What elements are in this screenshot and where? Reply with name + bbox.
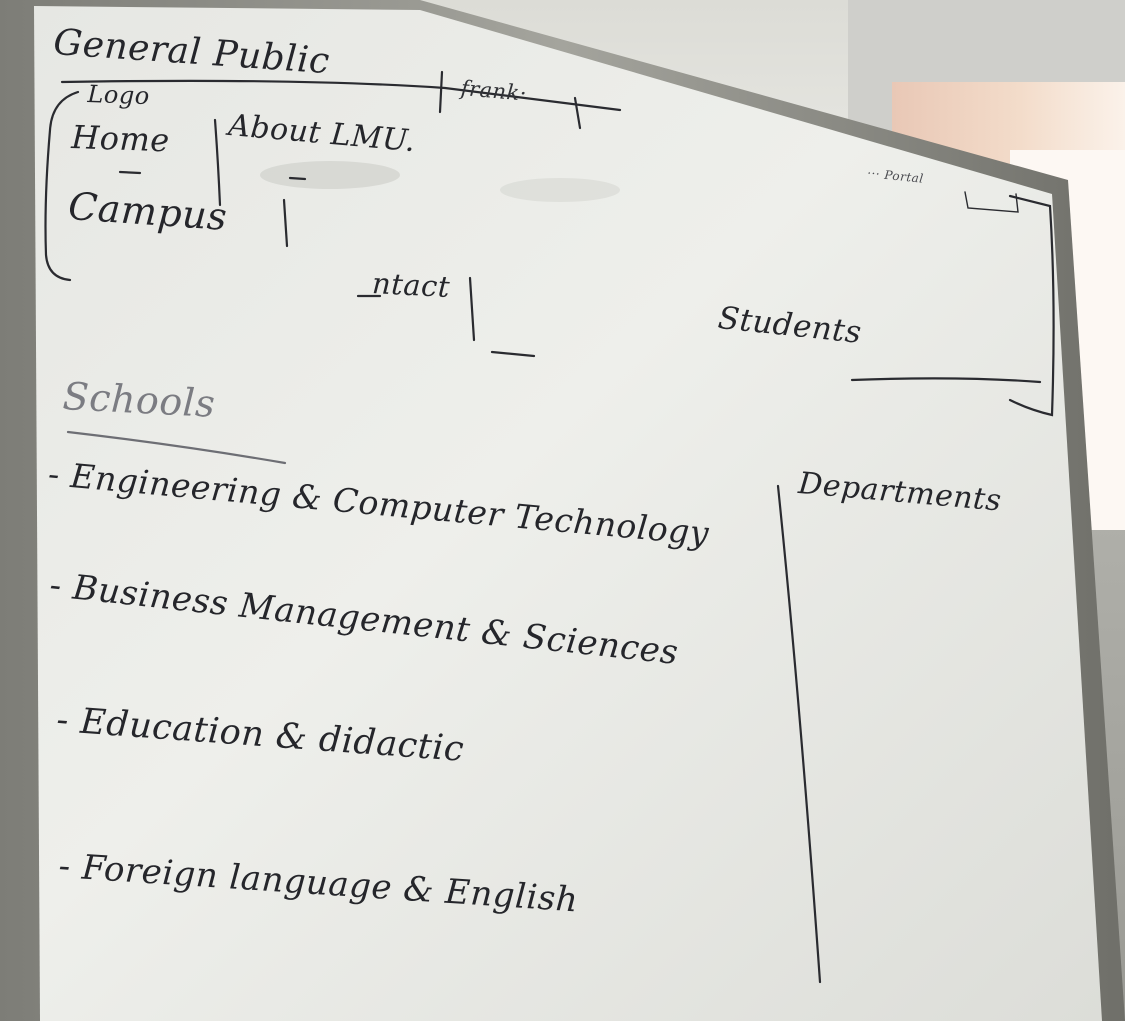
board-surface: [34, 6, 1102, 1021]
nav-underline: [288, 176, 307, 181]
portal-tab: [964, 191, 1019, 213]
eraser-smudge: [260, 161, 400, 189]
nav-underline: [118, 170, 142, 175]
header-divider: [573, 96, 582, 130]
nav-bracket: [44, 90, 80, 282]
departments-divider: [776, 484, 822, 984]
nav-item-home: Home: [70, 118, 171, 160]
nav-divider: [282, 198, 289, 248]
header-underline: [60, 79, 622, 112]
logo-placeholder: Logo: [87, 80, 151, 111]
header-divider: [438, 70, 444, 114]
eraser-smudge: [500, 178, 620, 202]
nav-divider: [213, 118, 222, 207]
contact-underline: [490, 350, 536, 358]
nav-item-contact: ntact: [371, 266, 451, 305]
schools-underline: [66, 430, 287, 465]
schools-heading: Schools: [61, 374, 217, 426]
students-underline: [850, 377, 1042, 384]
contact-divider: [468, 276, 476, 342]
students-bracket: [1008, 194, 1055, 417]
